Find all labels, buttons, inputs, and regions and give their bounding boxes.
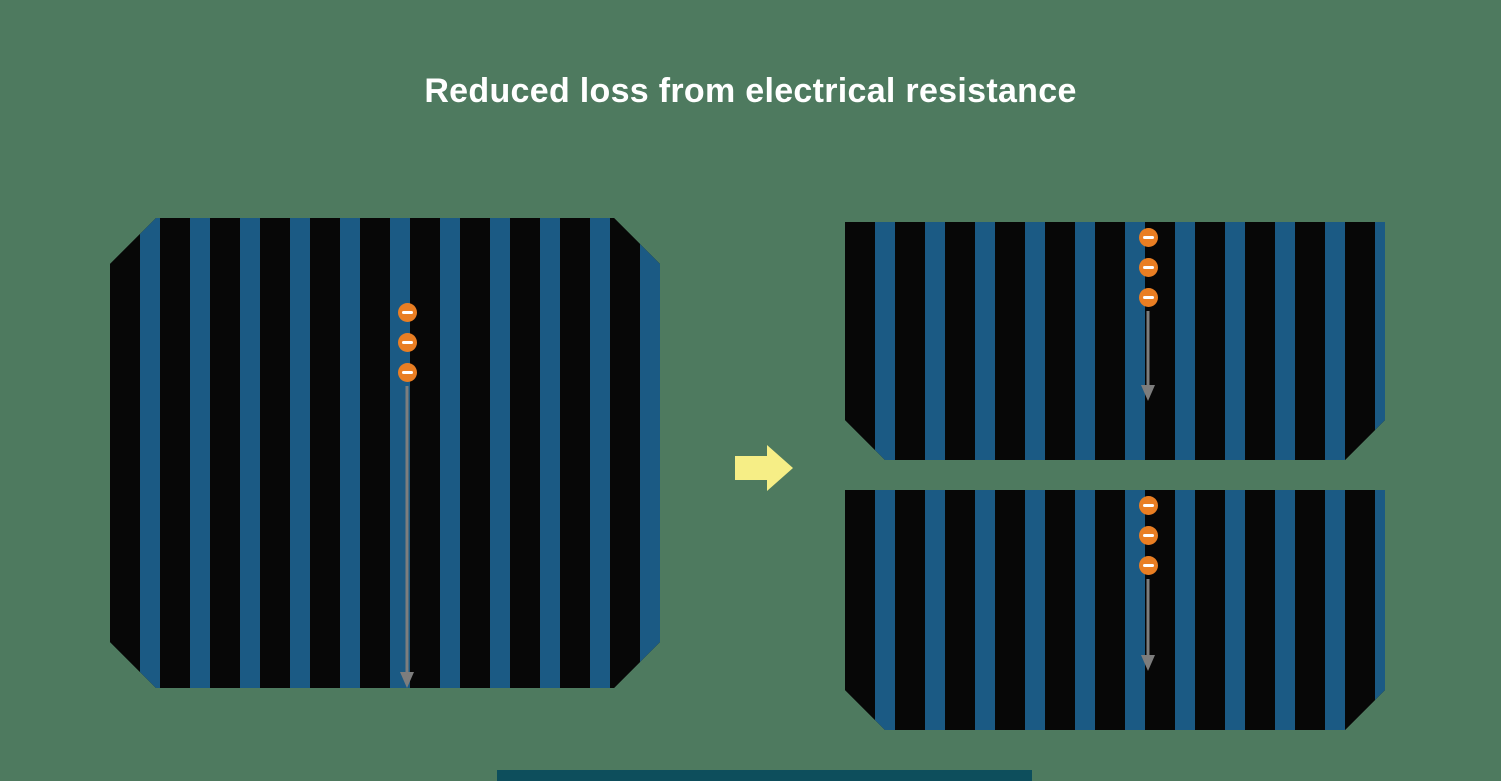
electron-flow-half-cell-top (1138, 228, 1158, 401)
electron-icon (1138, 288, 1158, 307)
current-flow-down-arrow-icon (1141, 579, 1155, 671)
electron-icon (1138, 556, 1158, 575)
electron-icon (1138, 228, 1158, 247)
half-solar-cell-top (845, 222, 1385, 460)
bottom-accent-strip (497, 770, 1032, 781)
electron-icon (397, 363, 417, 382)
electron-icon (1138, 496, 1158, 515)
electron-stack (1138, 496, 1158, 575)
full-solar-cell (110, 218, 660, 688)
half-solar-cell-bottom (845, 490, 1385, 730)
electron-icon (1138, 526, 1158, 545)
electron-stack (1138, 228, 1158, 307)
electron-icon (397, 303, 417, 322)
current-flow-down-arrow-icon (1141, 311, 1155, 401)
electron-flow-half-cell-bottom (1138, 496, 1158, 671)
electron-icon (397, 333, 417, 352)
electron-icon (1138, 258, 1158, 277)
electron-stack (397, 303, 417, 382)
current-flow-down-arrow-icon (400, 386, 414, 688)
electron-flow-full-cell (397, 303, 417, 688)
diagram-title: Reduced loss from electrical resistance (424, 72, 1077, 110)
split-transition-right-arrow-icon (735, 445, 793, 491)
